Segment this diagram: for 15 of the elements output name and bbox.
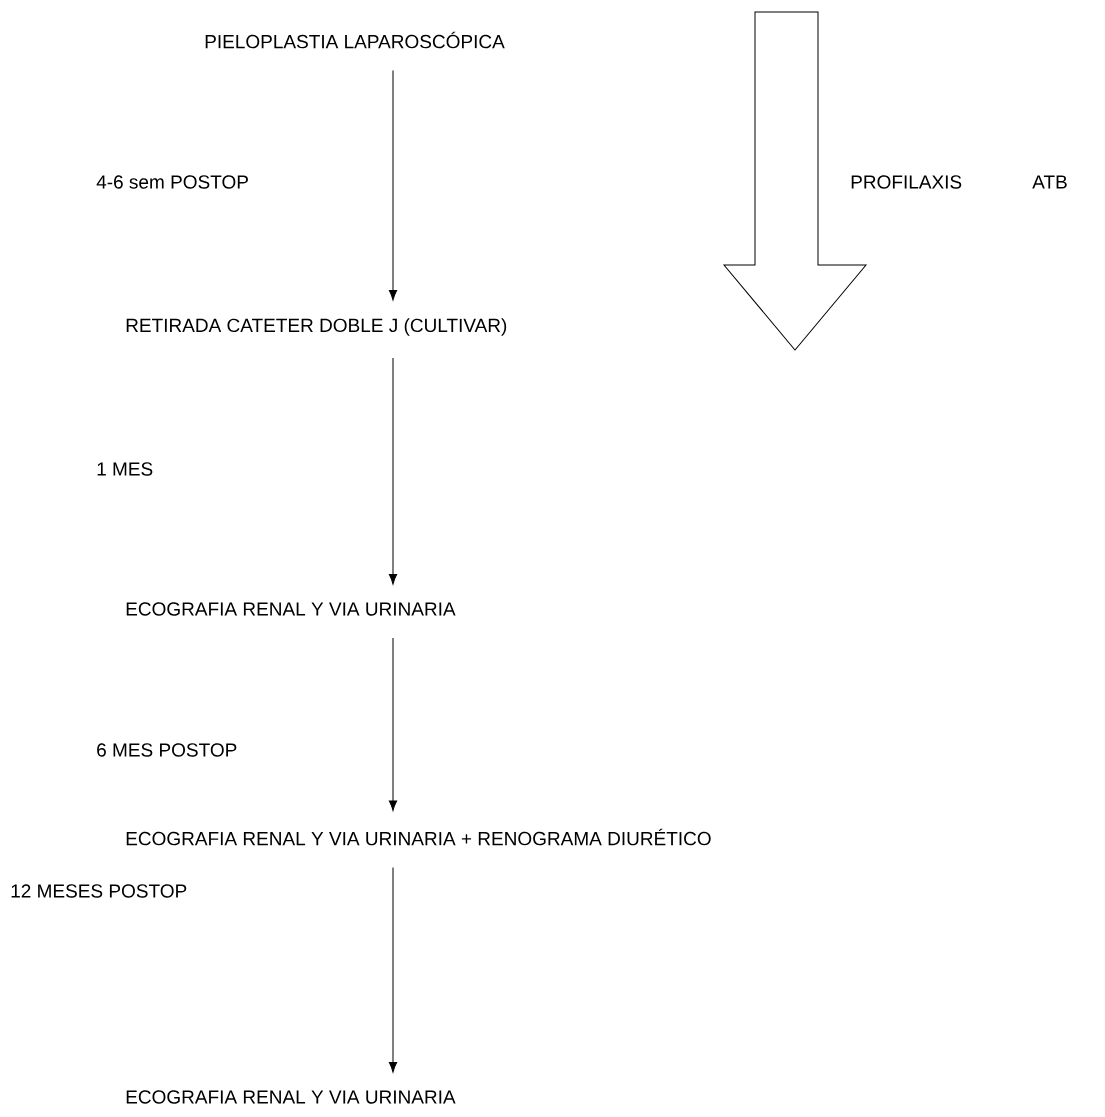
- note-text: ATB: [1032, 175, 1067, 189]
- step-text: RETIRADA CATETER DOBLE J (CULTIVAR): [126, 318, 507, 336]
- note-text: 12 MESES POSTOP: [11, 884, 187, 898]
- note-text: 4-6 sem POSTOP: [96, 175, 248, 189]
- arrow: [388, 357, 398, 585]
- arrow: [388, 70, 398, 301]
- note-text: 1 MES: [97, 462, 153, 476]
- step-text: ECOGRAFIA RENAL Y VIA URINARIA: [126, 602, 456, 616]
- arrow: [388, 867, 398, 1073]
- step-text: PIELOPLASTIA LAPAROSCÓPICA: [205, 31, 505, 49]
- step-text: ECOGRAFIA RENAL Y VIA URINARIA: [126, 1090, 456, 1104]
- note-text: PROFILAXIS: [851, 175, 962, 189]
- note-text: 6 MES POSTOP: [97, 743, 237, 757]
- arrow: [388, 637, 398, 811]
- step-text: ECOGRAFIA RENAL Y VIA URINARIA + RENOGRAMA DIURÉTICO: [126, 828, 711, 846]
